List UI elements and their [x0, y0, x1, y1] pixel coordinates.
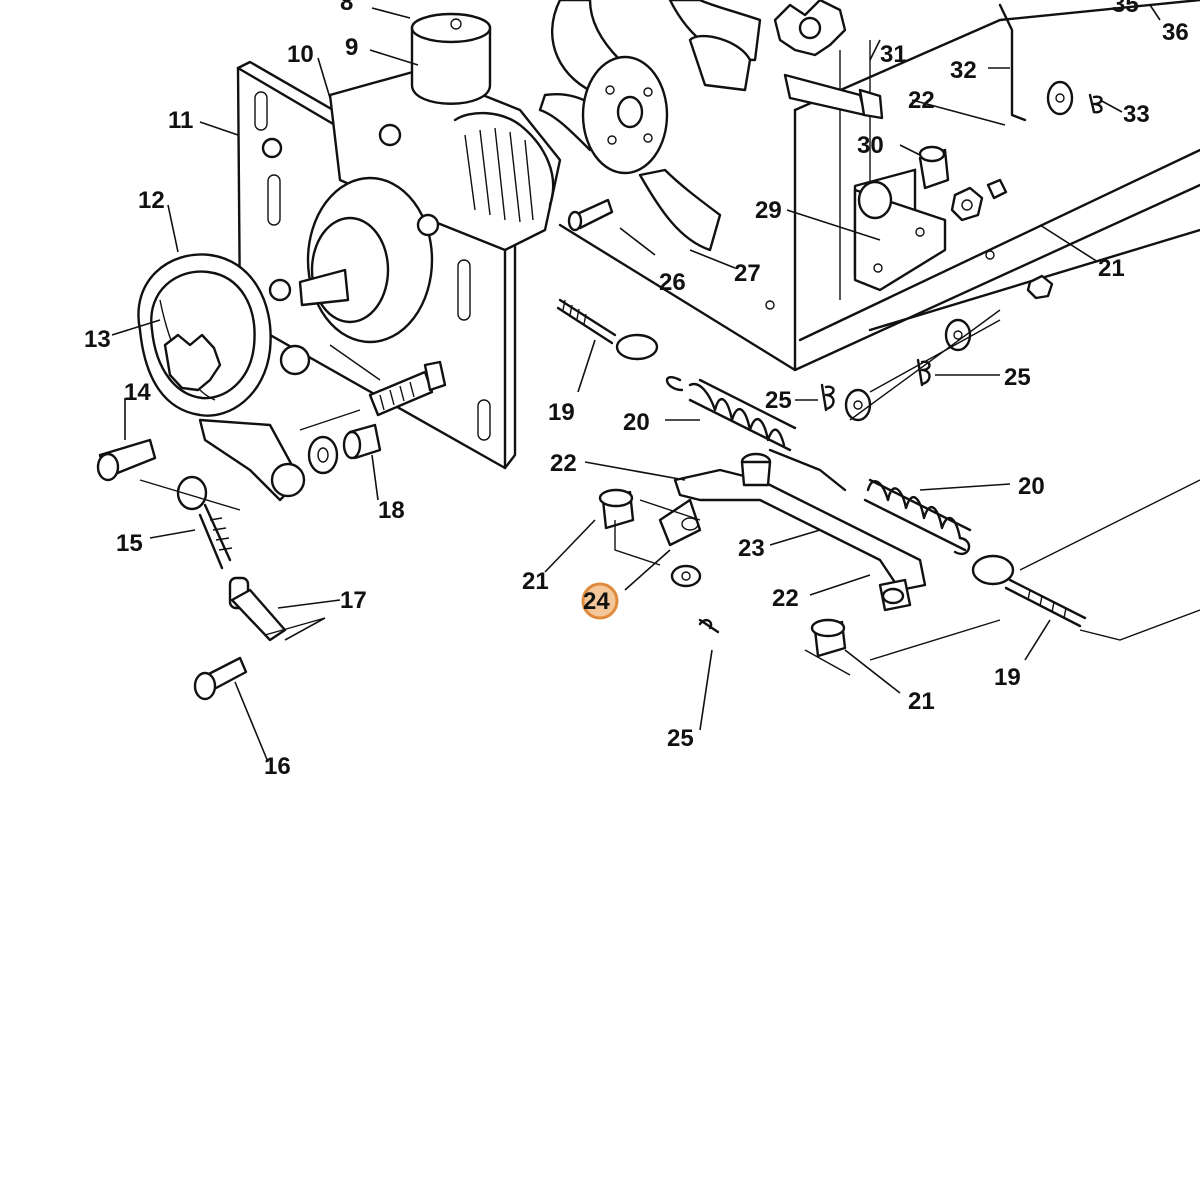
bracket-29 — [853, 180, 947, 292]
highlight-marker — [581, 582, 619, 620]
label-20-upper: 20 — [623, 409, 650, 436]
label-33: 33 — [1123, 101, 1150, 128]
lever-23 — [658, 448, 927, 612]
label-22-lower: 22 — [772, 585, 799, 612]
spring-20-lower — [863, 478, 972, 555]
label-13: 13 — [84, 326, 111, 353]
label-19-right: 19 — [994, 664, 1021, 691]
label-11: 11 — [168, 107, 193, 134]
label-20-lower: 20 — [1018, 473, 1045, 500]
assembly-lines — [139, 309, 1200, 676]
label-18: 18 — [378, 497, 405, 524]
label-36: 36 — [1162, 19, 1189, 46]
label-21-left: 21 — [522, 568, 549, 595]
label-23: 23 — [738, 535, 765, 562]
bearing-boss — [261, 137, 440, 344]
label-22-mid: 22 — [550, 450, 577, 477]
bushing-21-right — [810, 618, 847, 658]
sprocket — [773, 0, 847, 57]
label-16: 16 — [264, 753, 291, 780]
label-26: 26 — [659, 269, 686, 296]
bushing-21-left — [598, 488, 635, 530]
label-21-right: 21 — [908, 688, 935, 715]
label-10: 10 — [287, 41, 314, 68]
label-24: 24 — [583, 588, 610, 615]
nut-21-top — [950, 178, 1008, 222]
washer-24 — [670, 564, 702, 588]
label-12: 12 — [138, 187, 165, 214]
label-9: 9 — [345, 34, 358, 61]
label-31: 31 — [880, 41, 907, 68]
label-19-left: 19 — [548, 399, 575, 426]
spacer-30 — [918, 145, 950, 190]
washer-25 — [844, 388, 872, 422]
bolt-26 — [567, 198, 614, 232]
part-labels: 8 9 10 11 12 13 14 15 16 17 18 19 19 20 … — [84, 0, 1189, 780]
label-25-bottom: 25 — [667, 725, 694, 752]
label-27: 27 — [734, 260, 761, 287]
label-29: 29 — [755, 197, 782, 224]
fan-pulley — [538, 0, 762, 252]
label-15: 15 — [116, 530, 143, 557]
label-35: 35 — [1112, 0, 1139, 18]
bolt-washer-bushing — [307, 360, 447, 475]
stud-32 — [783, 3, 1027, 122]
label-14: 14 — [124, 379, 151, 406]
filler-cap — [410, 12, 492, 105]
label-30: 30 — [857, 132, 884, 159]
label-17: 17 — [340, 587, 367, 614]
spring-20-upper — [665, 376, 797, 452]
washer-clip-33 — [1046, 80, 1103, 116]
label-22-top: 22 — [908, 87, 935, 114]
label-25-right: 25 — [1004, 364, 1031, 391]
linkage-parts — [96, 438, 287, 701]
brake-band — [137, 253, 311, 502]
label-32: 32 — [950, 57, 977, 84]
eye-bolt-19-right — [971, 554, 1087, 628]
label-21-top: 21 — [1098, 255, 1125, 282]
clip-pin-25 — [698, 358, 931, 634]
eye-bolt-19-left — [556, 298, 659, 361]
leader-lines — [111, 4, 1161, 763]
nut-washer-right — [944, 274, 1054, 352]
label-8: 8 — [340, 0, 353, 16]
label-25-mid: 25 — [765, 387, 792, 414]
